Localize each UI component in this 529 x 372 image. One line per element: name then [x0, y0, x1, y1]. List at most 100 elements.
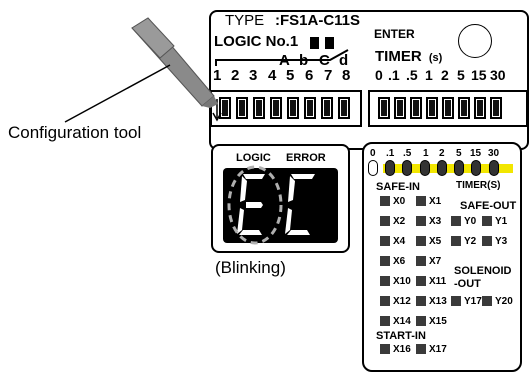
- input-x5: X5: [416, 236, 441, 247]
- timer-value-05: .5: [406, 67, 418, 83]
- tool-callout-label: Configuration tool: [8, 123, 142, 142]
- logic-dip-switch-3[interactable]: [253, 97, 265, 119]
- led-x5: [416, 236, 426, 247]
- input-x12: X12: [380, 296, 411, 307]
- logic-dip-switch-2[interactable]: [236, 97, 248, 119]
- logic-dip-switch-4[interactable]: [270, 97, 282, 119]
- input-x13: X13: [416, 296, 447, 307]
- type-label: TYPE: [225, 12, 265, 29]
- input-x15: X15: [416, 316, 447, 327]
- input-x0-label: X0: [393, 196, 406, 207]
- logic-dip-switch-7[interactable]: [321, 97, 333, 119]
- timer-led-scale-01: .1: [386, 148, 395, 159]
- timer-unit: (s): [428, 52, 443, 64]
- output-y0: Y0: [451, 216, 476, 227]
- logic-dip-switch-8[interactable]: [338, 97, 350, 119]
- indicator-panel: [362, 142, 522, 372]
- input-x14-label: X14: [393, 316, 411, 327]
- input-x17: X17: [416, 344, 447, 355]
- timer-value-15: 15: [471, 67, 487, 83]
- led-x15: [416, 316, 426, 327]
- dip-number-2: 2: [231, 67, 240, 84]
- led-x1: [416, 196, 426, 207]
- output-y2: Y2: [451, 236, 476, 247]
- logic-dip-switch-6[interactable]: [304, 97, 316, 119]
- type-value: :FS1A-C11S: [275, 12, 361, 29]
- led-y17: [451, 296, 461, 307]
- timer-led-0: [368, 160, 378, 176]
- timer-dip-switch-4[interactable]: [426, 97, 438, 119]
- error-display-label: ERROR: [286, 152, 326, 164]
- dip-number-5: 5: [286, 67, 295, 84]
- timer-dip-switch-5[interactable]: [442, 97, 454, 119]
- input-x0: X0: [380, 196, 405, 207]
- timer-value-0: 0: [375, 67, 383, 83]
- dip-number-4: 4: [268, 67, 277, 84]
- timer-led-5: [454, 160, 464, 176]
- input-x3: X3: [416, 216, 441, 227]
- timer-value-1: 1: [425, 67, 433, 83]
- input-x10-label: X10: [393, 276, 411, 287]
- enter-button[interactable]: [458, 24, 492, 58]
- output-y3: Y3: [482, 236, 507, 247]
- timer-led-01: [385, 160, 395, 176]
- output-y3-label: Y3: [495, 236, 508, 247]
- timer-value-2: 2: [441, 67, 449, 83]
- safe-in-label: SAFE-IN: [376, 181, 420, 193]
- input-x11-label: X11: [429, 276, 447, 287]
- dip-letter-A: A: [279, 52, 290, 69]
- timer-dip-switch-1[interactable]: [378, 97, 390, 119]
- led-x17: [416, 344, 426, 355]
- timer-dip-switch-7[interactable]: [474, 97, 486, 119]
- timer-dip-switch-8[interactable]: [490, 97, 502, 119]
- screwdriver-icon: [131, 17, 218, 108]
- enter-label: ENTER: [374, 27, 415, 41]
- timer-led-05: [402, 160, 412, 176]
- dip-letter-b: b: [299, 52, 309, 69]
- input-x7-label: X7: [429, 256, 442, 267]
- logic-dip-switch-5[interactable]: [287, 97, 299, 119]
- timer-caption: TIMER(S): [456, 180, 501, 191]
- input-x16-label: X16: [393, 344, 411, 355]
- input-x16: X16: [380, 344, 411, 355]
- timer-value-5: 5: [457, 67, 465, 83]
- timer-led-scale-15: 15: [470, 148, 482, 159]
- input-x17-label: X17: [429, 344, 447, 355]
- timer-dip-switch-housing: [368, 90, 528, 127]
- output-y17: Y17: [451, 296, 482, 307]
- timer-led-2: [437, 160, 447, 176]
- timer-dip-switch-6[interactable]: [458, 97, 470, 119]
- output-y17-label: Y17: [464, 296, 482, 307]
- blinking-label: (Blinking): [215, 258, 286, 277]
- led-x11: [416, 276, 426, 287]
- timer-led-scale-1: 1: [423, 148, 429, 159]
- input-x2-label: X2: [393, 216, 406, 227]
- output-y1-label: Y1: [495, 216, 508, 227]
- timer-led-scale-0: 0: [370, 148, 376, 159]
- timer-dip-switch-3[interactable]: [410, 97, 422, 119]
- timer-label-text: TIMER: [375, 48, 422, 65]
- timer-led-15: [471, 160, 481, 176]
- led-y0: [451, 216, 461, 227]
- led-y2: [451, 236, 461, 247]
- timer-led-1: [420, 160, 430, 176]
- dip-letter-d: d: [339, 52, 349, 69]
- dip-number-7: 7: [324, 67, 333, 84]
- input-x4-label: X4: [393, 236, 406, 247]
- input-x14: X14: [380, 316, 411, 327]
- output-y2-label: Y2: [464, 236, 477, 247]
- led-x7: [416, 256, 426, 267]
- timer-led-scale-5: 5: [456, 148, 462, 159]
- led-x4: [380, 236, 390, 247]
- logic-dip-switch-1[interactable]: [219, 97, 231, 119]
- input-x4: X4: [380, 236, 405, 247]
- led-x14: [380, 316, 390, 327]
- input-x6: X6: [380, 256, 405, 267]
- logic-no-blocks: [310, 36, 335, 54]
- solenoid-out-label: SOLENOID -OUT: [454, 265, 512, 290]
- led-x12: [380, 296, 390, 307]
- led-x6: [380, 256, 390, 267]
- logic-no-label: LOGIC No.1: [214, 33, 299, 50]
- input-x5-label: X5: [429, 236, 442, 247]
- timer-dip-switch-2[interactable]: [394, 97, 406, 119]
